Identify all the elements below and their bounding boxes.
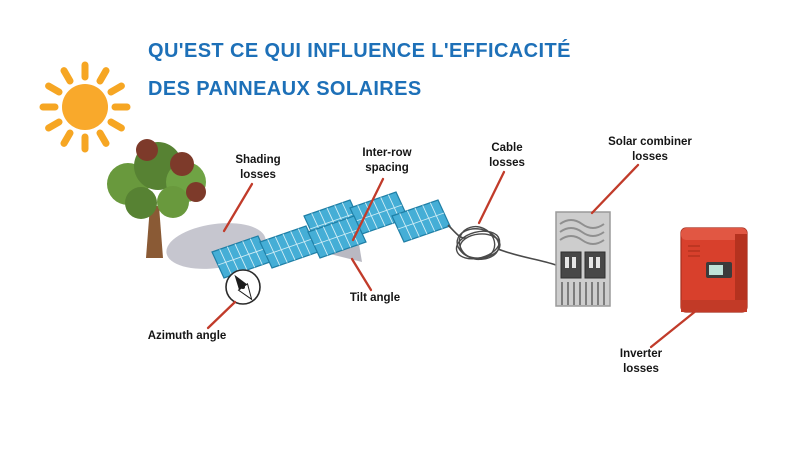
connector-cable bbox=[477, 170, 506, 225]
connector-inverter bbox=[649, 308, 699, 349]
connector-tilt bbox=[350, 257, 373, 292]
label-inverter-losses: Inverter losses bbox=[619, 348, 663, 375]
label-tilt-angle: Tilt angle bbox=[349, 292, 401, 304]
page-title: QU'EST CE QUI INFLUENCE L'EFFICACITÉ DES… bbox=[148, 32, 668, 108]
tree-icon bbox=[107, 139, 206, 258]
label-cable-losses: Cable losses bbox=[489, 142, 525, 169]
combiner-box-icon bbox=[555, 211, 611, 307]
connector-interrow bbox=[351, 177, 385, 242]
label-azimuth-angle: Azimuth angle bbox=[147, 330, 227, 342]
connector-combiner bbox=[590, 163, 640, 215]
cable-coil-icon bbox=[447, 224, 557, 266]
sun-icon bbox=[39, 61, 131, 153]
label-inter-row-spacing: Inter-row spacing bbox=[362, 147, 412, 174]
label-solar-combiner-losses: Solar combiner losses bbox=[608, 136, 692, 163]
compass-icon bbox=[225, 269, 261, 305]
label-shading-losses: Shading losses bbox=[235, 154, 281, 181]
page-title-line1: QU'EST CE QUI INFLUENCE L'EFFICACITÉ bbox=[148, 40, 571, 62]
connector-lines bbox=[206, 163, 699, 349]
connector-shading bbox=[222, 182, 254, 233]
page-title-line2: DES PANNEAUX SOLAIRES bbox=[148, 78, 422, 100]
connector-azimuth bbox=[206, 300, 237, 330]
solar-array-icon bbox=[211, 191, 451, 279]
inverter-box-icon bbox=[680, 227, 748, 313]
